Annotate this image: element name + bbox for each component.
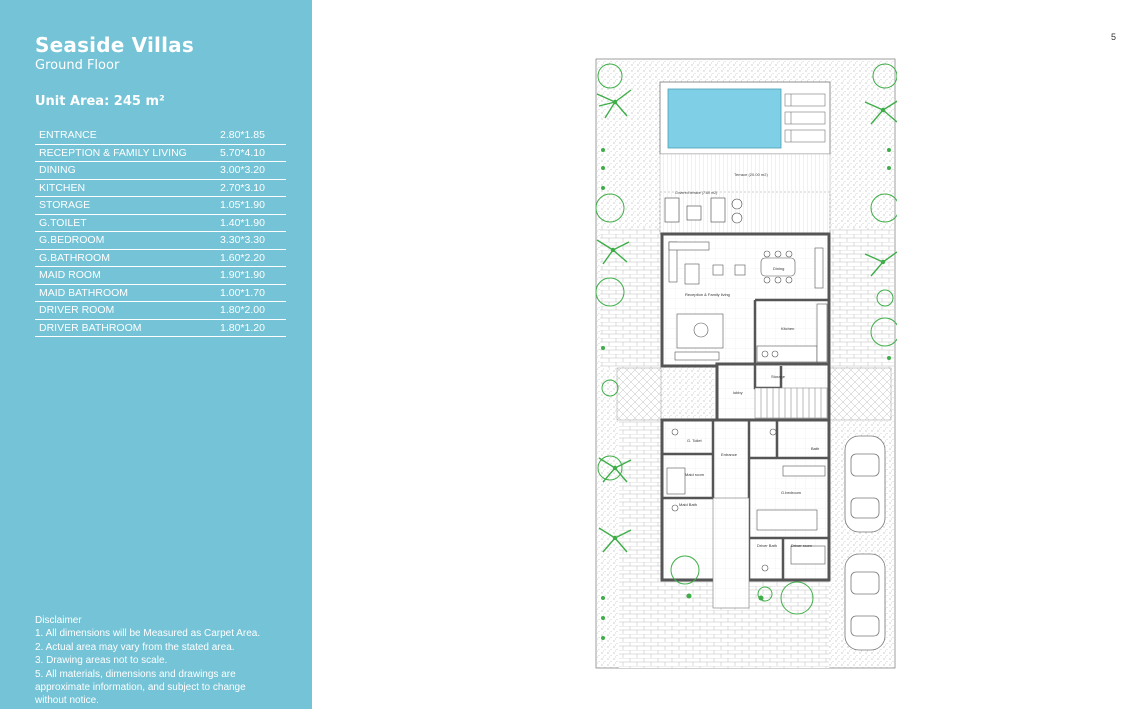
palms [596,89,897,553]
entrance-path [712,497,750,609]
paving-left-lower [619,420,661,668]
room-dimensions-table: ENTRANCE 2.80*1.85 RECEPTION & FAMILY LIV… [35,127,286,337]
disclaimer-line: 3. Drawing areas not to scale. [35,655,168,667]
room-row: DINING 3.00*3.20 [35,162,286,180]
room-name: DRIVER ROOM [39,304,115,316]
label-storage: Storage [771,374,786,379]
room-row: MAID ROOM 1.90*1.90 [35,267,286,285]
disclaimer-line: 1. All dimensions will be Measured as Ca… [35,628,261,640]
shrubs [601,148,891,640]
room-dimensions: 3.30*3.30 [220,234,265,246]
room-name: G.BEDROOM [39,234,105,246]
room-name: RECEPTION & FAMILY LIVING [39,146,187,159]
room-name: STORAGE [39,199,91,211]
label-entrance: Entrance [721,452,738,457]
car [844,435,886,651]
room-dimensions: 1.80*1.20 [220,321,265,334]
room-row: DRIVER BATHROOM 1.80*1.20 [35,320,286,337]
label-kitchen: Kitchen [781,326,794,331]
label-covered-terrace: Covered terrace (7.60 m2) [675,191,717,195]
bedroom-furniture [666,428,826,572]
sun-loungers [784,93,826,143]
room-name: ENTRANCE [39,129,97,141]
terrace-furniture [664,197,743,224]
room-row: G.BATHROOM 1.60*2.20 [35,250,286,267]
room-name: G.BATHROOM [39,251,110,264]
room-name: DRIVER BATHROOM [39,321,142,334]
floor-plan: Terrace (20.00 m2) Covered terrace (7.60… [595,58,897,669]
trees [595,63,897,615]
room-dimensions: 3.00*3.20 [220,164,265,176]
room-row: G.BEDROOM 3.30*3.30 [35,232,286,250]
room-dimensions: 1.90*1.90 [220,269,265,281]
paving-right [831,228,894,368]
page-number: 5 [1111,32,1117,42]
cross-hatch-left [616,367,662,421]
room-dimensions: 5.70*4.10 [220,146,265,159]
living-furniture [668,241,746,361]
label-g-bedroom: G.bedroom [781,490,802,495]
room-name: KITCHEN [39,181,86,194]
dining-table [760,247,824,289]
project-title: Seaside Villas [35,33,194,57]
room-row: STORAGE 1.05*1.90 [35,197,286,215]
kitchen-counters [756,303,828,363]
disclaimer-line: without notice. [35,695,99,707]
room-name: MAID ROOM [39,269,101,281]
disclaimer: Disclaimer 1. All dimensions will be Mea… [35,614,295,708]
room-row: DRIVER ROOM 1.80*2.00 [35,302,286,320]
disclaimer-heading: Disclaimer [35,615,82,626]
paving-left [600,228,660,368]
unit-area: Unit Area: 245 m² [35,94,165,109]
room-dimensions: 1.40*1.90 [220,216,265,229]
label-g-toilet: G. Toilet [687,438,702,443]
terrace [659,153,831,235]
floor-subtitle: Ground Floor [35,58,120,73]
room-dimensions: 2.80*1.85 [220,129,265,141]
room-name: DINING [39,164,76,176]
interior-walls [662,298,829,580]
label-maid-room: Maid room [685,472,705,477]
room-name: MAID BATHROOM [39,286,129,299]
room-row: MAID BATHROOM 1.00*1.70 [35,285,286,302]
label-reception: Reception & Family living [685,292,730,297]
room-dimensions: 2.70*3.10 [220,181,265,194]
room-dimensions: 1.05*1.90 [220,199,265,211]
room-row: KITCHEN 2.70*3.10 [35,180,286,197]
label-dining: Dining [773,266,784,271]
room-dimensions: 1.00*1.70 [220,286,265,299]
room-row: RECEPTION & FAMILY LIVING 5.70*4.10 [35,145,286,162]
pool [667,88,782,149]
room-dimensions: 1.60*2.20 [220,251,265,264]
label-driver-bath: Driver Bath [757,543,777,548]
label-maid-bath: Maid Bath [679,502,697,507]
info-sidebar: Seaside Villas Ground Floor Unit Area: 2… [0,0,312,709]
label-driver-room: Driver room [791,543,813,548]
room-row: G.TOILET 1.40*1.90 [35,215,286,232]
disclaimer-line: 5. All materials, dimensions and drawing… [35,668,236,680]
label-lobby: lobby [733,390,743,395]
room-row: ENTRANCE 2.80*1.85 [35,127,286,145]
label-terrace: Terrace (20.00 m2) [734,172,768,177]
disclaimer-line: 2. Actual area may vary from the stated … [35,641,235,653]
label-bath: Bath [811,446,819,451]
staircase [754,387,828,419]
room-name: G.TOILET [39,216,87,229]
cross-hatch-right [827,367,892,421]
disclaimer-line: approximate information, and subject to … [35,682,246,694]
room-dimensions: 1.80*2.00 [220,304,265,316]
